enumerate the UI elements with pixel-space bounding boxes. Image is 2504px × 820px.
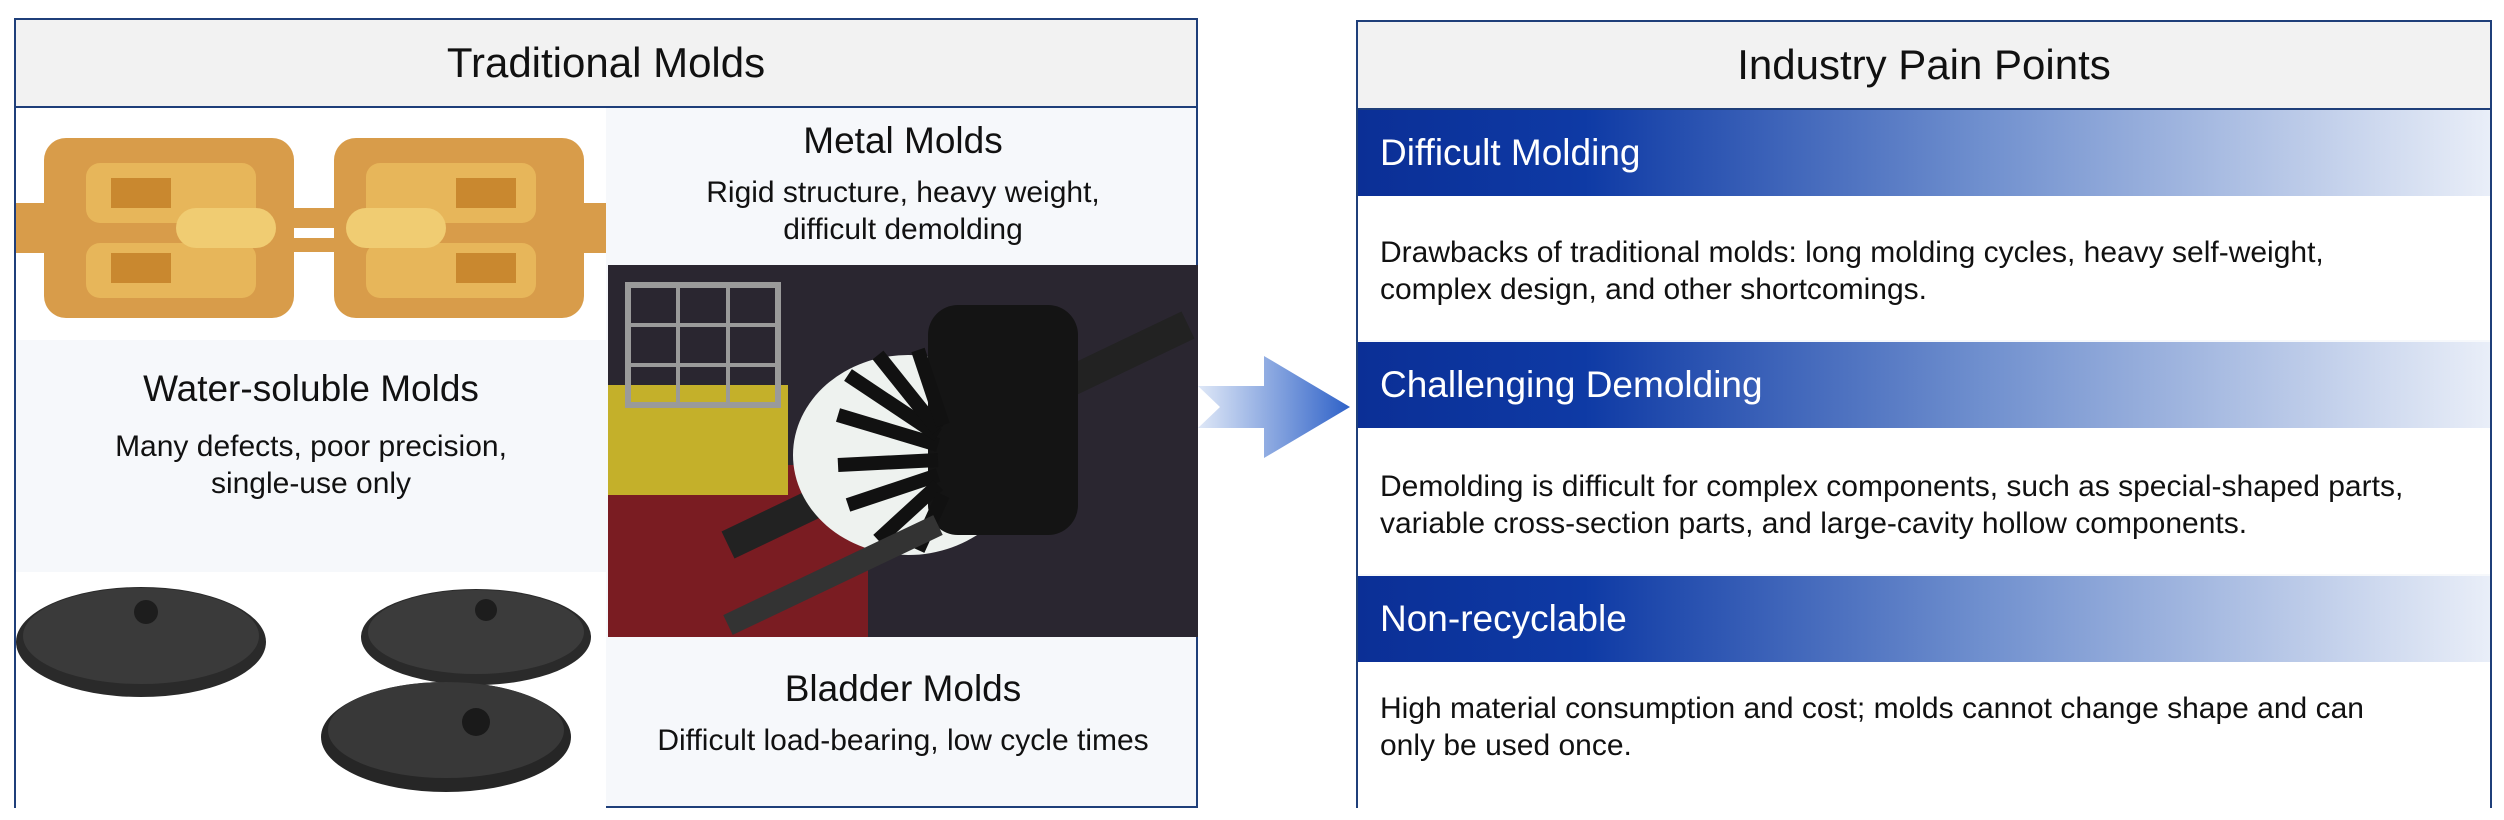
pain-banner-difficult-molding: Difficult Molding (1358, 110, 2490, 196)
pain-banner-non-recyclable: Non-recyclable (1358, 576, 2490, 662)
bladder-mold-image (16, 572, 606, 808)
metal-molds-desc-line1: Rigid structure, heavy weight, (706, 176, 1100, 209)
right-arrow-icon (1198, 356, 1356, 458)
pain-heading-2: Challenging Demolding (1380, 364, 1763, 405)
pain-desc-3-line2: only be used once. (1380, 729, 1632, 762)
bladder-molds-title: Bladder Molds (784, 668, 1022, 709)
pain-desc-1-line1: Drawbacks of traditional molds: long mol… (1380, 236, 2324, 269)
water-soluble-desc-line1: Many defects, poor precision, (115, 430, 507, 463)
pain-heading-3: Non-recyclable (1380, 598, 1627, 639)
pain-desc-2-line1: Demolding is difficult for complex compo… (1380, 470, 2404, 503)
metal-molds-desc-line2: difficult demolding (783, 213, 1023, 246)
pain-desc-2: Demolding is difficult for complex compo… (1380, 468, 2470, 542)
pain-desc-3: High material consumption and cost; mold… (1380, 690, 2470, 764)
traditional-molds-panel: Traditional Molds Water-soluble Molds (14, 18, 1198, 808)
water-soluble-desc: Many defects, poor precision, single-use… (16, 428, 606, 502)
water-soluble-title: Water-soluble Molds (143, 368, 479, 409)
metal-mold-image (608, 265, 1198, 637)
industry-pain-points-panel: Industry Pain Points Difficult Molding D… (1356, 20, 2492, 808)
pain-points-title: Industry Pain Points (1737, 41, 2111, 88)
water-soluble-mold-image (16, 108, 606, 340)
pain-points-header: Industry Pain Points (1358, 22, 2490, 110)
pain-body-2 (1358, 428, 2490, 574)
pain-heading-1: Difficult Molding (1380, 132, 1641, 173)
pain-body-1 (1358, 196, 2490, 340)
bladder-molds-desc: Difficult load-bearing, low cycle times (657, 724, 1149, 757)
pain-desc-2-line2: variable cross-section parts, and large-… (1380, 507, 2248, 540)
pain-banner-challenging-demolding: Challenging Demolding (1358, 342, 2490, 428)
pain-desc-1-line2: complex design, and other shortcomings. (1380, 273, 1927, 306)
traditional-molds-header: Traditional Molds (16, 20, 1196, 108)
pain-desc-3-line1: High material consumption and cost; mold… (1380, 692, 2364, 725)
pain-body-3 (1358, 662, 2490, 808)
water-soluble-desc-line2: single-use only (210, 467, 412, 500)
pain-desc-1: Drawbacks of traditional molds: long mol… (1380, 234, 2470, 308)
traditional-molds-title: Traditional Molds (446, 39, 766, 86)
metal-molds-title: Metal Molds (803, 120, 1003, 161)
metal-molds-desc: Rigid structure, heavy weight, difficult… (608, 174, 1198, 248)
